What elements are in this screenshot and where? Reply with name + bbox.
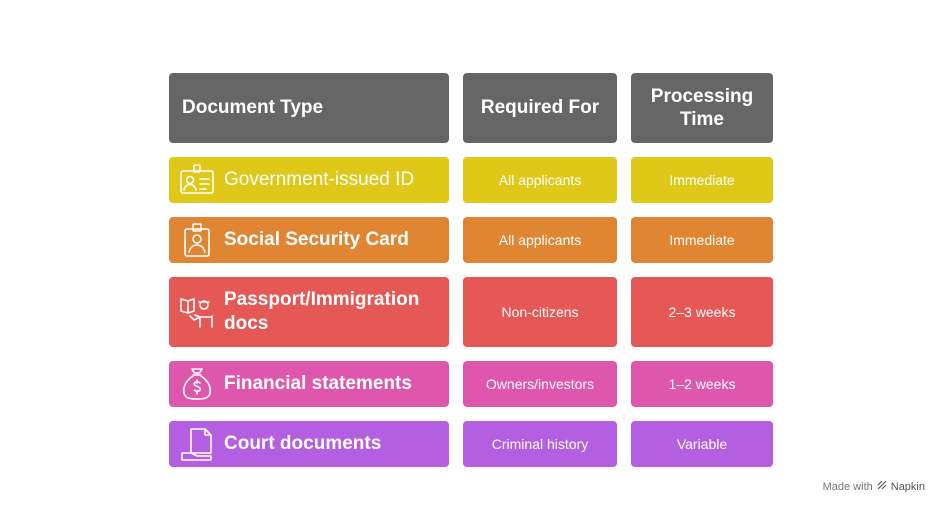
- napkin-logo-icon: [876, 479, 888, 494]
- row-document-label: Passport/Immigration docs: [224, 289, 420, 334]
- row-document-label: Social Security Card: [224, 229, 409, 250]
- id-card-icon: [179, 162, 215, 198]
- passport-officer-icon: [179, 294, 215, 330]
- badge-person-icon: [179, 222, 215, 258]
- row-document-cell: Financial statements: [169, 361, 449, 407]
- row-document-cell: Government-issued ID: [169, 157, 449, 203]
- row-required-for: All applicants: [463, 217, 617, 263]
- row-processing-time: 1–2 weeks: [631, 361, 773, 407]
- row-document-cell: Court documents: [169, 421, 449, 467]
- row-required-for: All applicants: [463, 157, 617, 203]
- row-required-for: Non-citizens: [463, 277, 617, 347]
- row-document-label: Financial statements: [224, 373, 412, 394]
- row-processing-time: Immediate: [631, 157, 773, 203]
- row-document-label: Court documents: [224, 433, 382, 454]
- row-required-for: Owners/investors: [463, 361, 617, 407]
- row-document-label: Government-issued ID: [224, 169, 415, 190]
- made-with-napkin-footer: Made with Napkin: [823, 479, 925, 494]
- napkin-brand: Napkin: [890, 480, 925, 493]
- header-required-for: Required For: [463, 73, 617, 143]
- row-processing-time: Immediate: [631, 217, 773, 263]
- money-bag-icon: [179, 366, 215, 402]
- document-hand-icon: [179, 426, 215, 462]
- made-with-label: Made with: [822, 480, 873, 493]
- row-document-cell: Social Security Card: [169, 217, 449, 263]
- row-document-cell: Passport/Immigration docs: [169, 277, 449, 347]
- row-required-for: Criminal history: [463, 421, 617, 467]
- header-processing-time: Processing Time: [631, 73, 773, 143]
- row-processing-time: Variable: [631, 421, 773, 467]
- row-processing-time: 2–3 weeks: [631, 277, 773, 347]
- header-document-type: Document Type: [169, 73, 449, 143]
